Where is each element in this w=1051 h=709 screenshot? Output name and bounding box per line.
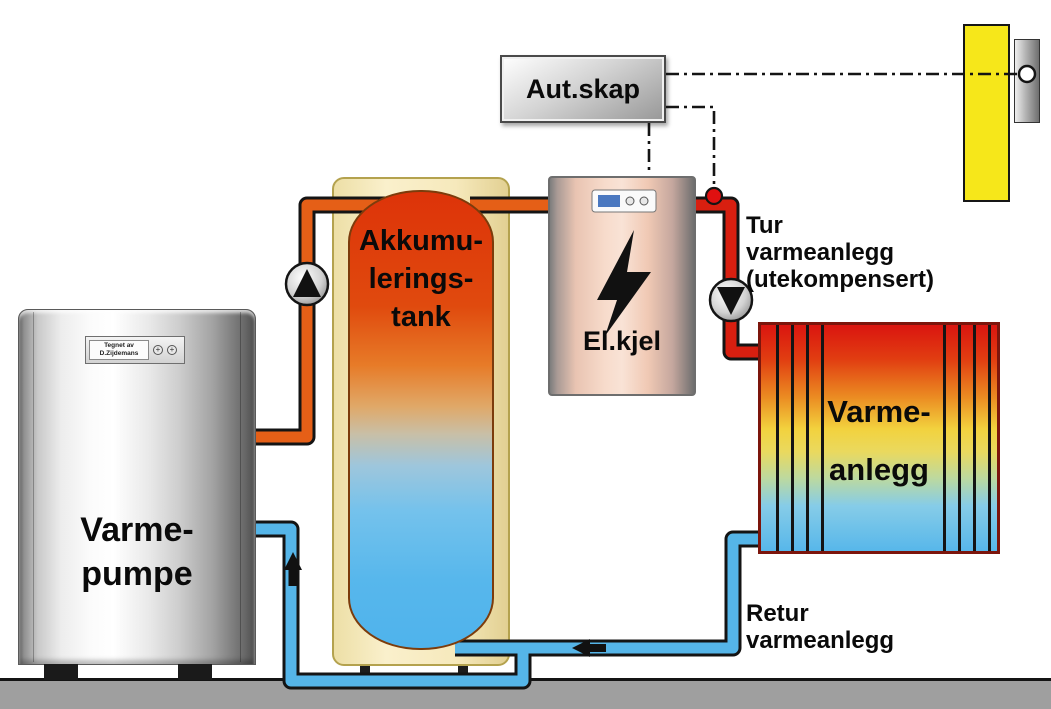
pump-up-arrow-icon	[293, 269, 321, 297]
heat-pump-control-panel: Tegnet av D.Zijdemans + +	[85, 336, 185, 364]
tank-label-line: Akkumu-	[358, 225, 484, 257]
heat-pump-foot	[44, 664, 78, 680]
radiator-fin	[821, 325, 824, 551]
radiator-fin	[988, 325, 991, 551]
radiator-fin	[791, 325, 794, 551]
supply-label-line: Tur	[746, 212, 783, 239]
return-line-label: Retur varmeanlegg	[746, 600, 894, 654]
heating-system-radiator: Varme- anlegg	[758, 322, 1000, 554]
radiator-fin	[776, 325, 779, 551]
radiator-fin	[973, 325, 976, 551]
heat-pump-label-line: Varme-	[80, 511, 194, 549]
heating-system-label-line: anlegg	[829, 452, 929, 487]
boiler-button	[625, 196, 635, 206]
pump-down-arrow-icon	[717, 287, 745, 315]
accumulator-tank-label: Akkumu- lerings- tank	[332, 222, 510, 336]
outdoor-sensor	[1014, 39, 1040, 123]
credit-line: Tegnet av	[104, 342, 134, 349]
supply-sensor-bulb-icon	[704, 186, 724, 206]
radiator-fin	[806, 325, 809, 551]
panel-seam	[240, 312, 241, 662]
circulation-pump-left	[284, 261, 330, 307]
boiler-button	[639, 196, 649, 206]
supply-label-line: (utekompensert)	[746, 266, 935, 293]
flow-left-arrow-icon	[572, 639, 606, 657]
control-cabinet: Aut.skap	[500, 55, 666, 123]
supply-label-line: varmeanlegg	[746, 239, 895, 266]
radiator-fin	[958, 325, 961, 551]
electric-boiler: El.kjel	[548, 176, 696, 396]
outdoor-wall	[963, 24, 1010, 202]
supply-sensor-signal-line	[666, 105, 716, 187]
knob-icon: +	[167, 345, 177, 355]
heating-system-label: Varme- anlegg	[761, 383, 997, 499]
tank-label-line: tank	[391, 301, 451, 333]
heating-system-label-line: Varme-	[827, 394, 931, 429]
lightning-icon	[597, 230, 651, 336]
pump-body	[284, 261, 330, 307]
boiler-graphics	[591, 189, 657, 336]
panel-seam	[33, 312, 34, 662]
radiator-fin	[943, 325, 946, 551]
heat-pump-foot	[178, 664, 212, 680]
heat-pump-unit: Tegnet av D.Zijdemans + + Varme- pumpe	[18, 309, 256, 665]
heat-pump-label-line: pumpe	[81, 555, 193, 593]
credit-line: D.Zijdemans	[99, 350, 139, 357]
boiler-display-screen	[598, 195, 620, 207]
knob-icon: +	[153, 345, 163, 355]
supply-line-label: Tur varmeanlegg (utekompensert)	[746, 212, 934, 293]
control-cabinet-label: Aut.skap	[525, 73, 641, 104]
accumulator-tank	[348, 190, 494, 650]
credit-plate: Tegnet av D.Zijdemans	[89, 340, 149, 360]
return-label-line: varmeanlegg	[746, 627, 895, 654]
return-label-line: Retur	[746, 600, 809, 627]
flow-up-arrow-icon	[284, 552, 302, 586]
floor	[0, 678, 1051, 709]
electric-boiler-label: El.kjel	[582, 326, 662, 356]
tank-label-line: lerings-	[368, 263, 474, 295]
heat-pump-label: Varme- pumpe	[19, 508, 255, 596]
